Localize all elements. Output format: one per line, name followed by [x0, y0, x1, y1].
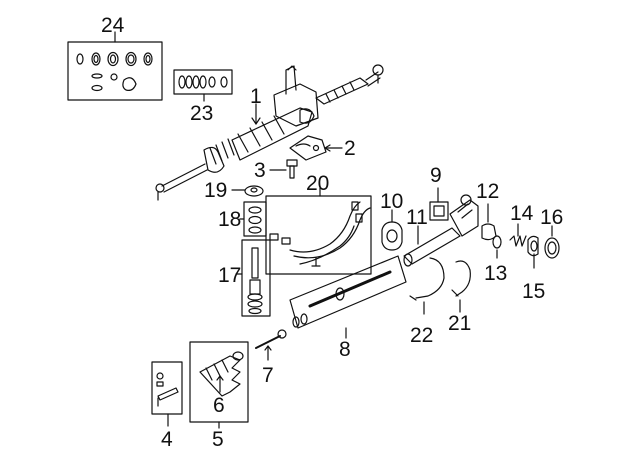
pressure-tube-22: [409, 257, 445, 315]
callout-17: 17: [218, 264, 241, 287]
callout-16: 16: [540, 206, 563, 229]
bolt: [269, 159, 298, 179]
callout-20: 20: [306, 172, 329, 195]
callout-12: 12: [476, 180, 499, 203]
callout-21: 21: [448, 312, 471, 335]
bearing-15: [527, 235, 539, 269]
callout-11: 11: [406, 206, 428, 229]
callout-9: 9: [430, 164, 442, 187]
callout-7: 7: [262, 364, 274, 387]
callout-5: 5: [212, 428, 224, 451]
callout-8: 8: [339, 338, 351, 361]
rack-housing: [231, 107, 313, 161]
seal-kit-rings: [76, 51, 153, 92]
elbow-fitting: [481, 203, 497, 241]
callout-10: 10: [380, 190, 403, 213]
pressure-line-box: [265, 187, 372, 275]
reservoir-block: [429, 187, 449, 221]
seal-stack-box: [239, 201, 267, 237]
callout-14: 14: [510, 202, 534, 225]
rack-and-pinion-assembly: [155, 64, 384, 201]
return-tube-21: [451, 260, 471, 313]
left-tie-rod: [161, 163, 208, 193]
seal-kit-frame: [67, 41, 163, 101]
seal-set-box: [173, 69, 233, 102]
callout-19: 19: [204, 179, 227, 202]
callout-labels: 24 23 1 2 3 19 20 18 17 9 10 11 12 14 16…: [101, 14, 563, 451]
callout-4: 4: [161, 428, 173, 451]
callout-6: 6: [213, 394, 225, 417]
callout-23: 23: [190, 102, 213, 125]
callout-15: 15: [522, 280, 545, 303]
gear-valve-body: [273, 83, 319, 127]
boot-box: [189, 341, 249, 429]
callout-3: 3: [254, 159, 266, 182]
tie-rod-end-box: [151, 361, 183, 427]
ring-16: [544, 225, 560, 259]
callout-24: 24: [101, 14, 125, 37]
seal-13: [492, 235, 502, 259]
rack-box: [289, 255, 407, 339]
callout-22: 22: [410, 324, 433, 347]
pinion-valve-box: [235, 239, 271, 317]
callout-2: 2: [344, 137, 356, 160]
callout-18: 18: [218, 208, 241, 231]
housing-tube: [403, 194, 479, 267]
nut: [231, 185, 264, 197]
inner-tie-rod: [255, 329, 287, 361]
callout-13: 13: [484, 262, 507, 285]
right-rack-boot: [315, 77, 369, 105]
callout-1: 1: [250, 85, 262, 108]
spring-14: [509, 223, 527, 247]
seal-set-frame: [173, 69, 233, 95]
mounting-bracket: [289, 135, 343, 161]
bushing: [381, 209, 403, 251]
seal-kit-box: [67, 31, 163, 101]
